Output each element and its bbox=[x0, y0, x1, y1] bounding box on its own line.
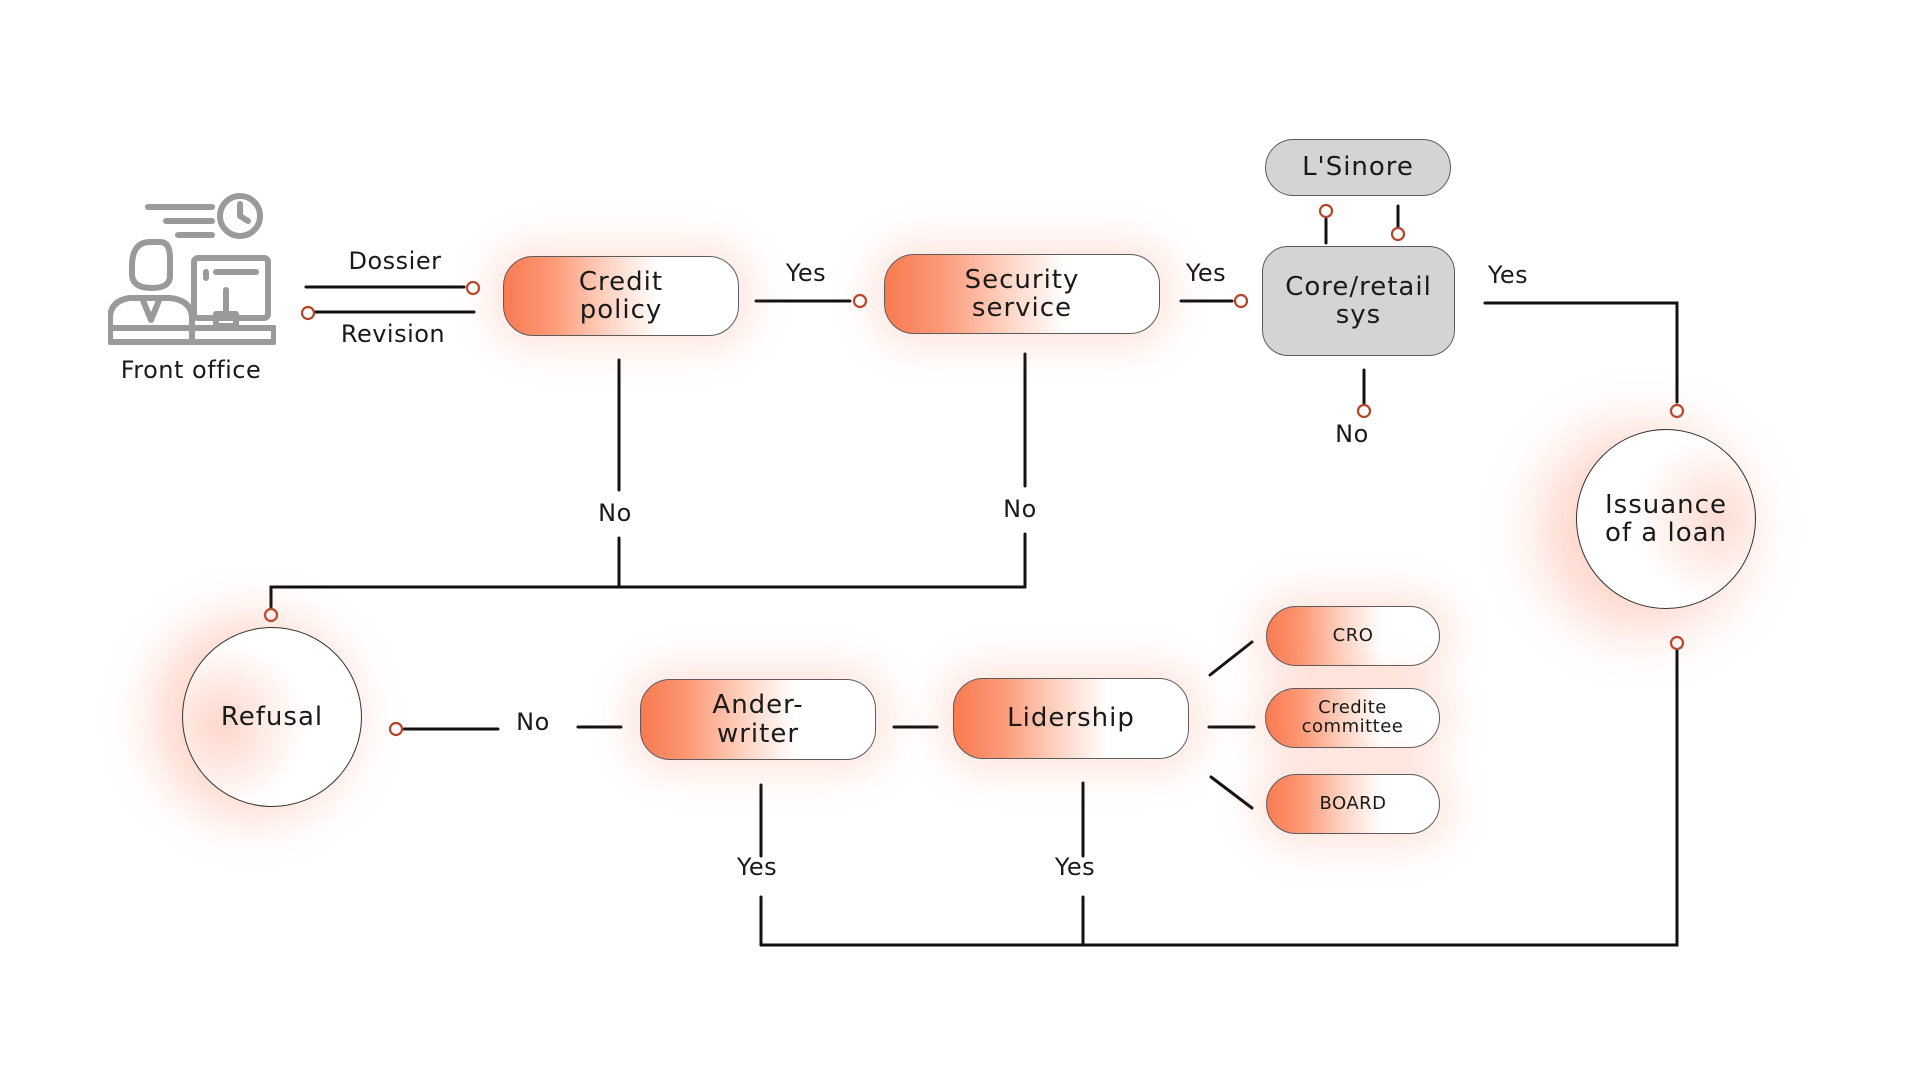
connector-dot bbox=[1390, 226, 1406, 242]
connector-dot bbox=[465, 280, 481, 296]
connector-dot bbox=[300, 305, 316, 321]
cro-node[interactable]: CRO bbox=[1266, 606, 1440, 666]
issuance-label: Issuance of a loan bbox=[1604, 489, 1728, 548]
credit-yes-label: Yes bbox=[785, 259, 827, 287]
office-worker-clock-icon bbox=[108, 193, 276, 345]
security-no-label: No bbox=[1003, 495, 1037, 523]
core-retail-node[interactable]: Core/retail sys bbox=[1262, 246, 1455, 356]
connector-dot bbox=[852, 293, 868, 309]
board-node[interactable]: BOARD bbox=[1266, 774, 1440, 834]
leadership-cro-line bbox=[1208, 640, 1254, 677]
leadership-board-line bbox=[1209, 775, 1254, 810]
refusal-feed-line bbox=[269, 585, 1027, 609]
yes-return-line bbox=[759, 645, 1679, 947]
credit-committee-node[interactable]: Credite committee bbox=[1265, 688, 1440, 748]
connector-dot bbox=[1669, 635, 1685, 651]
core-no-label: No bbox=[1335, 420, 1369, 448]
connector-dot bbox=[388, 721, 404, 737]
lsinore-node[interactable]: L'Sinore bbox=[1265, 139, 1451, 196]
credit-policy-node[interactable]: Credit policy bbox=[503, 256, 739, 336]
dossier-label: Dossier bbox=[348, 247, 442, 275]
front-office-label: Front office bbox=[120, 356, 262, 384]
refusal-label: Refusal bbox=[220, 701, 324, 732]
underwriter-yes-label: Yes bbox=[736, 853, 778, 881]
core-yes-label: Yes bbox=[1487, 261, 1529, 289]
connector-dot bbox=[1356, 403, 1372, 419]
connector-dot bbox=[263, 607, 279, 623]
connector-dot bbox=[1318, 203, 1334, 219]
lsinore-label: L'Sinore bbox=[1302, 152, 1414, 183]
cro-label: CRO bbox=[1332, 624, 1374, 646]
security-yes-label: Yes bbox=[1185, 259, 1227, 287]
refusal-node[interactable]: Refusal bbox=[182, 627, 362, 807]
connector-dot bbox=[1669, 403, 1685, 419]
underwriter-no-label: No bbox=[516, 708, 550, 736]
leadership-yes-label: Yes bbox=[1054, 853, 1096, 881]
leadership-node[interactable]: Lidership bbox=[953, 678, 1189, 759]
core-retail-label: Core/retail sys bbox=[1285, 271, 1432, 330]
underwriter-node[interactable]: Ander- writer bbox=[640, 679, 876, 760]
credit-committee-label: Credite committee bbox=[1301, 697, 1404, 737]
credit-no-label: No bbox=[598, 499, 632, 527]
leadership-label: Lidership bbox=[1007, 703, 1135, 734]
issuance-node[interactable]: Issuance of a loan bbox=[1576, 429, 1756, 609]
core-yes-line bbox=[1483, 301, 1679, 404]
connector-dot bbox=[1233, 293, 1249, 309]
underwriter-label: Ander- writer bbox=[712, 690, 804, 749]
security-service-label: Security service bbox=[964, 264, 1080, 323]
credit-policy-label: Credit policy bbox=[578, 266, 664, 325]
security-service-node[interactable]: Security service bbox=[884, 254, 1160, 334]
board-label: BOARD bbox=[1319, 792, 1387, 814]
revision-label: Revision bbox=[340, 320, 446, 348]
